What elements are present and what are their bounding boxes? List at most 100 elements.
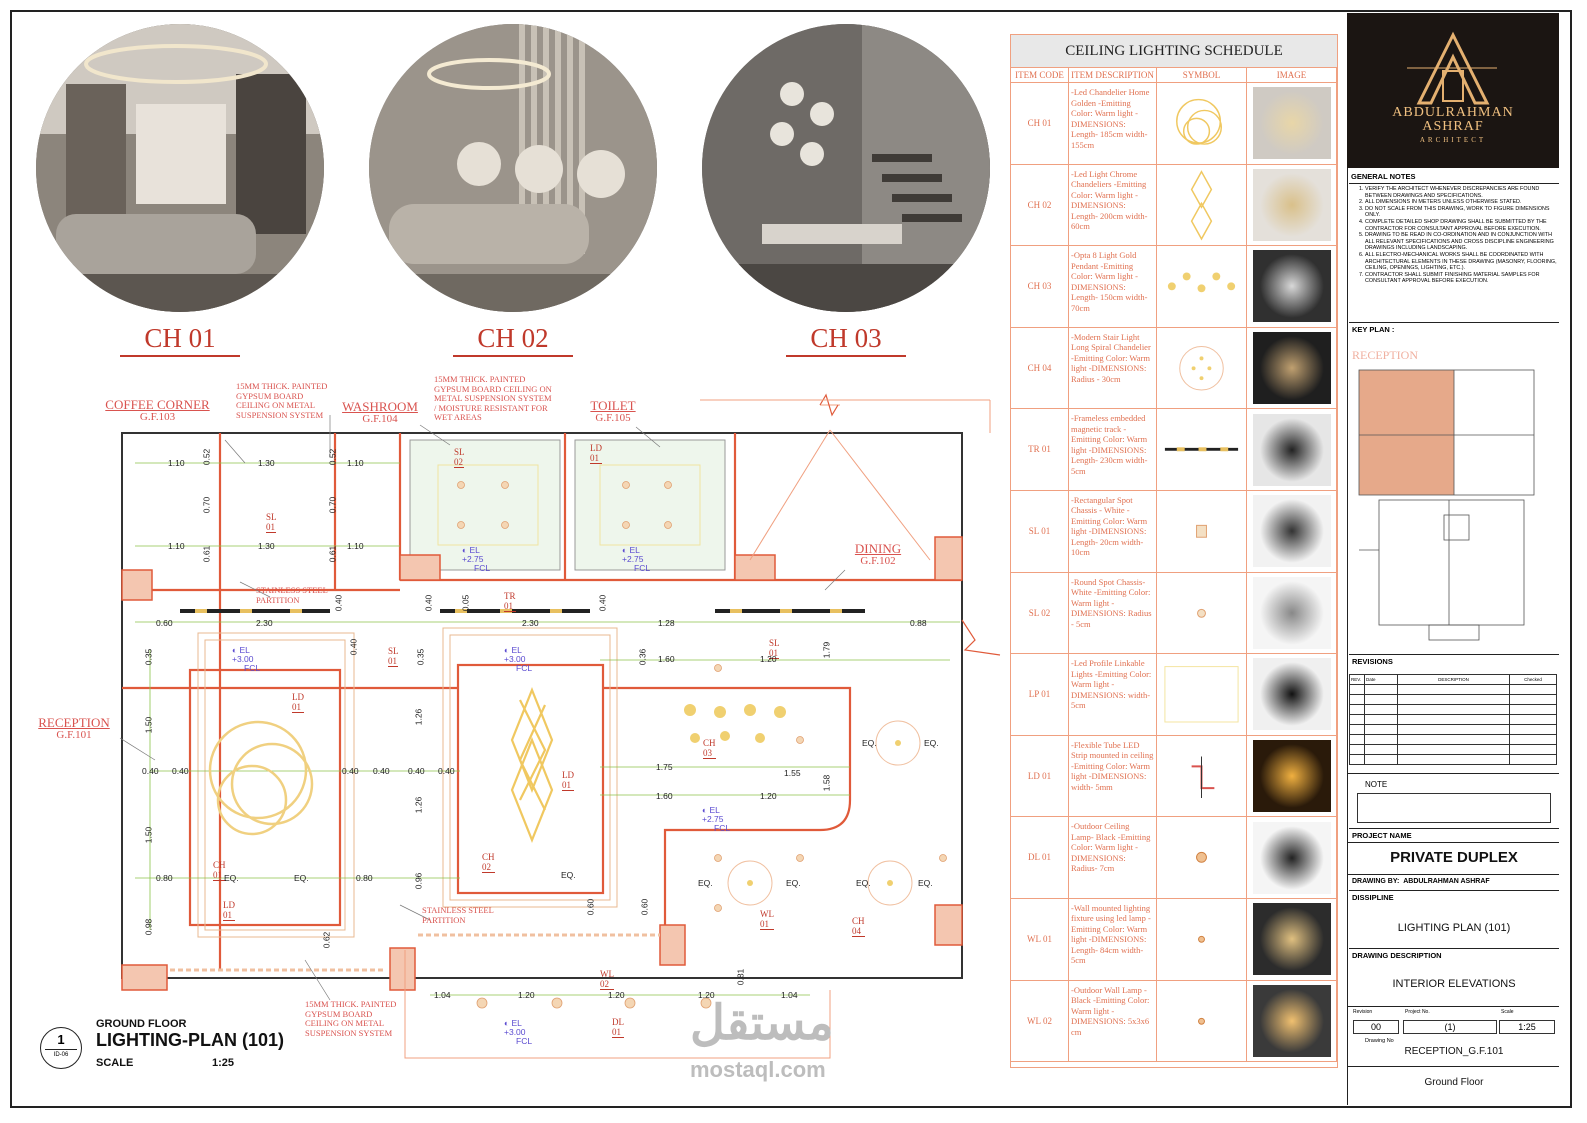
schedule-item-description: -Led Chandelier Home Golden -Emitting Co… (1069, 83, 1157, 164)
general-notes-list: VERIFY THE ARCHITECT WHENEVER DISCREPANC… (1349, 186, 1559, 285)
dim-label: 0.05 (460, 594, 471, 612)
dim-label: 0.35 (143, 648, 154, 666)
tag-ld01: LD 01 (292, 692, 304, 713)
dim-label: 1.04 (434, 990, 451, 1000)
dim-label: 0.40 (142, 766, 159, 776)
render-label-ch02: CH 02 (453, 323, 573, 357)
revision-value: 00 (1353, 1020, 1399, 1034)
schedule-header-cell: SYMBOL (1157, 68, 1247, 82)
general-note-item: DO NOT SCALE FROM THIS DRAWING, WORK TO … (1365, 206, 1559, 219)
revision-info: Revision Project No. Scale 00 (1) 1:25 (1349, 1008, 1557, 1038)
dim-label: 0.40 (373, 766, 390, 776)
dim-label: 1.20 (518, 990, 535, 1000)
logo-mark-icon (1407, 31, 1497, 105)
tag-wl01: WL 01 (760, 909, 774, 930)
dim-label: 0.52 (201, 448, 212, 466)
schedule-item-code: DL 01 (1011, 817, 1069, 898)
rev-header-cell: Date (1364, 674, 1398, 685)
plan-scale-label: SCALE (96, 1057, 134, 1069)
tag-ld01: LD 01 (562, 770, 574, 791)
dim-label: 1.10 (347, 541, 364, 551)
drawing-description-title: DRAWING DESCRIPTION (1349, 948, 1559, 962)
washroom-ceiling (409, 439, 561, 571)
render-ch02 (369, 24, 657, 312)
dim-label: 0.40 (408, 766, 425, 776)
render-label-ch03: CH 03 (786, 323, 906, 357)
tag-ch04: CH 04 (852, 916, 865, 937)
rev-header-cell: Checked (1509, 674, 1557, 685)
schedule-item-code: TR 01 (1011, 409, 1069, 490)
dim-label: 0.35 (415, 648, 426, 666)
dim-label: 0.40 (172, 766, 189, 776)
tag-tr01: TR 01 (504, 591, 516, 612)
project-no-value: (1) (1403, 1020, 1497, 1034)
tag-sl01: SL 01 (388, 646, 399, 667)
schedule-symbol-icon (1157, 654, 1247, 735)
schedule-product-image (1247, 817, 1337, 898)
revision-label: Revision (1353, 1009, 1373, 1015)
dim-label: 0.80 (156, 873, 173, 883)
dim-label: 1.10 (347, 458, 364, 468)
dim-label: 1.26 (413, 708, 424, 726)
project-name: PRIVATE DUPLEX (1390, 849, 1518, 866)
dim-label: 1.50 (143, 716, 154, 734)
key-plan-drawing (1358, 369, 1535, 641)
dim-label: 0.80 (356, 873, 373, 883)
dim-label: 0.62 (321, 931, 332, 949)
note-gypsum-bottom: 15MM THICK. PAINTED GYPSUM BOARD CEILING… (305, 999, 397, 1038)
schedule-product-image (1247, 164, 1337, 246)
schedule-item-description: -Led Profile Linkable Lights -Emitting C… (1069, 654, 1157, 735)
note-partition-1: STAINLESS STEEL PARTITION (256, 585, 328, 605)
schedule-item-description: -Opta 8 Light Gold Pendant -Emitting Col… (1069, 246, 1157, 327)
tag-wl02: WL 02 (600, 969, 614, 990)
dim-label: 1.28 (658, 618, 675, 628)
schedule-row: WL 01-Wall mounted lighting fixture usin… (1011, 898, 1337, 981)
dim-label: EQ. (856, 878, 871, 888)
key-plan-title: KEY PLAN : (1349, 322, 1559, 336)
render-label-ch01: CH 01 (120, 323, 240, 357)
schedule-row: WL 02-Outdoor Wall Lamp - Black -Emittin… (1011, 980, 1337, 1063)
schedule-item-code: WL 01 (1011, 898, 1069, 980)
schedule-row: TR 01-Frameless embedded magnetic track … (1011, 409, 1337, 491)
sheet-border (10, 10, 1572, 1108)
schedule-item-description: -Round Spot Chassis- White -Emitting Col… (1069, 572, 1157, 654)
schedule-item-code: CH 01 (1011, 83, 1069, 164)
dim-label: 1.60 (656, 791, 673, 801)
dim-label: EQ. (862, 738, 877, 748)
schedule-row: LD 01-Flexible Tube LED Strip mounted in… (1011, 735, 1337, 818)
drawing-description: INTERIOR ELEVATIONS (1392, 978, 1516, 990)
dim-label: EQ. (924, 738, 939, 748)
schedule-symbol-icon (1157, 980, 1247, 1062)
schedule-product-image (1247, 83, 1337, 164)
watermark-latin: mostaql.com (690, 1057, 826, 1082)
dim-label: 0.88 (910, 618, 927, 628)
schedule-header-cell: ITEM CODE (1011, 68, 1069, 82)
tag-ld01: LD 01 (223, 900, 235, 921)
dim-label: 2.30 (522, 618, 539, 628)
tag-sl01: SL 01 (769, 638, 780, 659)
render-ch03 (702, 24, 990, 312)
logo-name-1: ABDULRAHMAN (1392, 105, 1514, 120)
schedule-header-cell: ITEM DESCRIPTION (1069, 68, 1157, 82)
schedule-product-image (1247, 980, 1337, 1062)
dim-label: 0.60 (585, 898, 596, 916)
schedule-item-code: CH 04 (1011, 327, 1069, 409)
schedule-symbol-icon (1157, 817, 1247, 898)
schedule-row: CH 01-Led Chandelier Home Golden -Emitti… (1011, 83, 1337, 165)
title-block (1347, 13, 1560, 1105)
dim-label: 0.70 (327, 496, 338, 514)
general-note-item: VERIFY THE ARCHITECT WHENEVER DISCREPANC… (1365, 186, 1559, 199)
tag-sl02: SL 02 (454, 447, 465, 468)
dim-label: EQ. (786, 878, 801, 888)
drawing-by: DRAWING BY: ABDULRAHMAN ASHRAF (1352, 878, 1490, 885)
